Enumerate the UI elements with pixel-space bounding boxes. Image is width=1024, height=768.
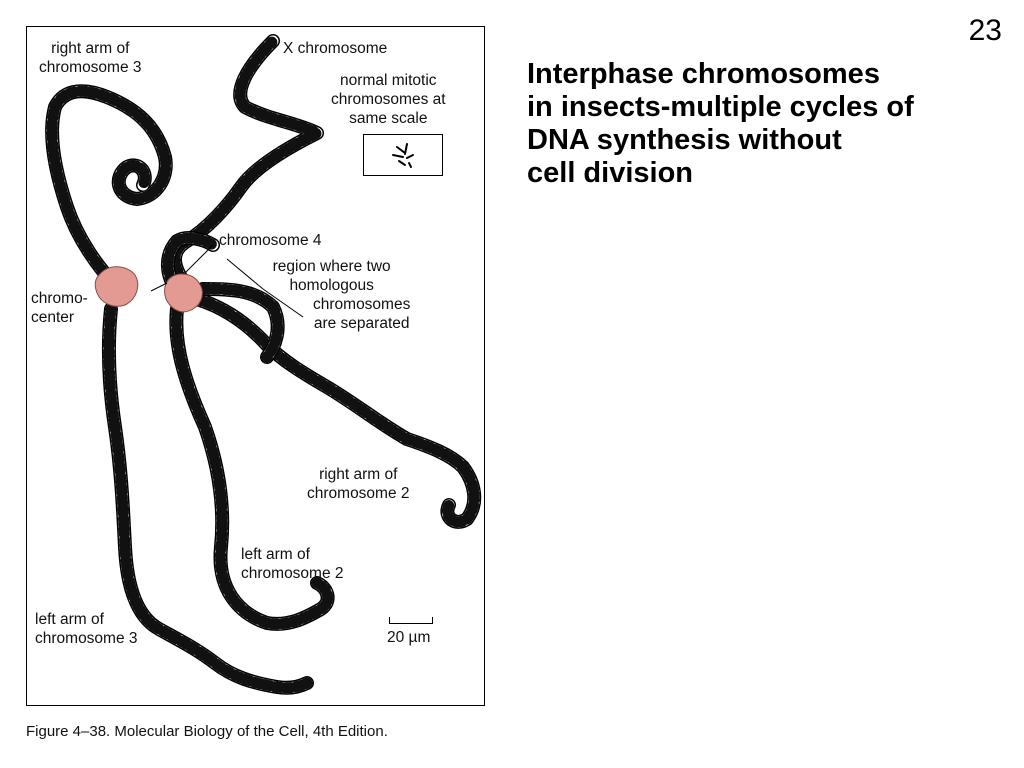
arm-right-chromosome-2-homolog-bands: [197, 283, 284, 363]
figure-panel: right arm of chromosome 3 X chromosome n…: [26, 26, 485, 706]
slide-title: Interphase chromosomes in insects-multip…: [527, 58, 997, 190]
label-normal-mitotic-chromosomes: normal mitotic chromosomes at same scale: [331, 72, 446, 127]
arm-left-chromosome-3-bands: [103, 303, 313, 694]
scale-bar-label: 20 µm: [387, 629, 431, 646]
arm-left-chromosome-3-fill: [103, 303, 313, 694]
title-line-4: cell division: [527, 157, 693, 189]
label-chromocenter: chromo- center: [31, 290, 88, 326]
arm-left-chromosome-2-bands: [170, 303, 334, 630]
label-chromosome-4: chromosome 4: [219, 232, 322, 249]
scale-bar: [389, 617, 433, 624]
label-right-arm-chromosome-3: right arm of chromosome 3: [39, 40, 142, 76]
slide-number: 23: [968, 14, 1002, 47]
label-left-arm-chromosome-3: left arm of chromosome 3: [35, 611, 138, 647]
label-region-homologs-separated: region where two homologous chromosomes …: [272, 258, 411, 332]
label-leader-lines: [150, 244, 304, 318]
polytene-chromosome-drawing: [45, 34, 482, 695]
chromocenter-blob-left: [94, 266, 139, 307]
arm-right-chromosome-3-bands: [46, 85, 172, 295]
label-x-chromosome: X chromosome: [283, 40, 388, 57]
arm-left-chromosome-3-outline: [101, 302, 314, 695]
mitotic-chromosomes-icon: [392, 143, 414, 168]
figure-caption: Figure 4–38. Molecular Biology of the Ce…: [26, 723, 388, 740]
title-line-1: Interphase chromosomes: [527, 58, 880, 90]
title-line-3: DNA synthesis without: [527, 124, 842, 156]
chromocenter-blob-right: [164, 273, 203, 313]
label-right-arm-chromosome-2: right arm of chromosome 2: [307, 466, 410, 502]
label-left-arm-chromosome-2: left arm of chromosome 2: [241, 546, 344, 582]
mitotic-chromosomes-box: [363, 134, 443, 176]
title-line-2: in insects-multiple cycles of: [527, 91, 914, 123]
arm-right-chromosome-2-bands: [191, 293, 480, 528]
arm-x-chromosome-bands: [169, 35, 323, 295]
